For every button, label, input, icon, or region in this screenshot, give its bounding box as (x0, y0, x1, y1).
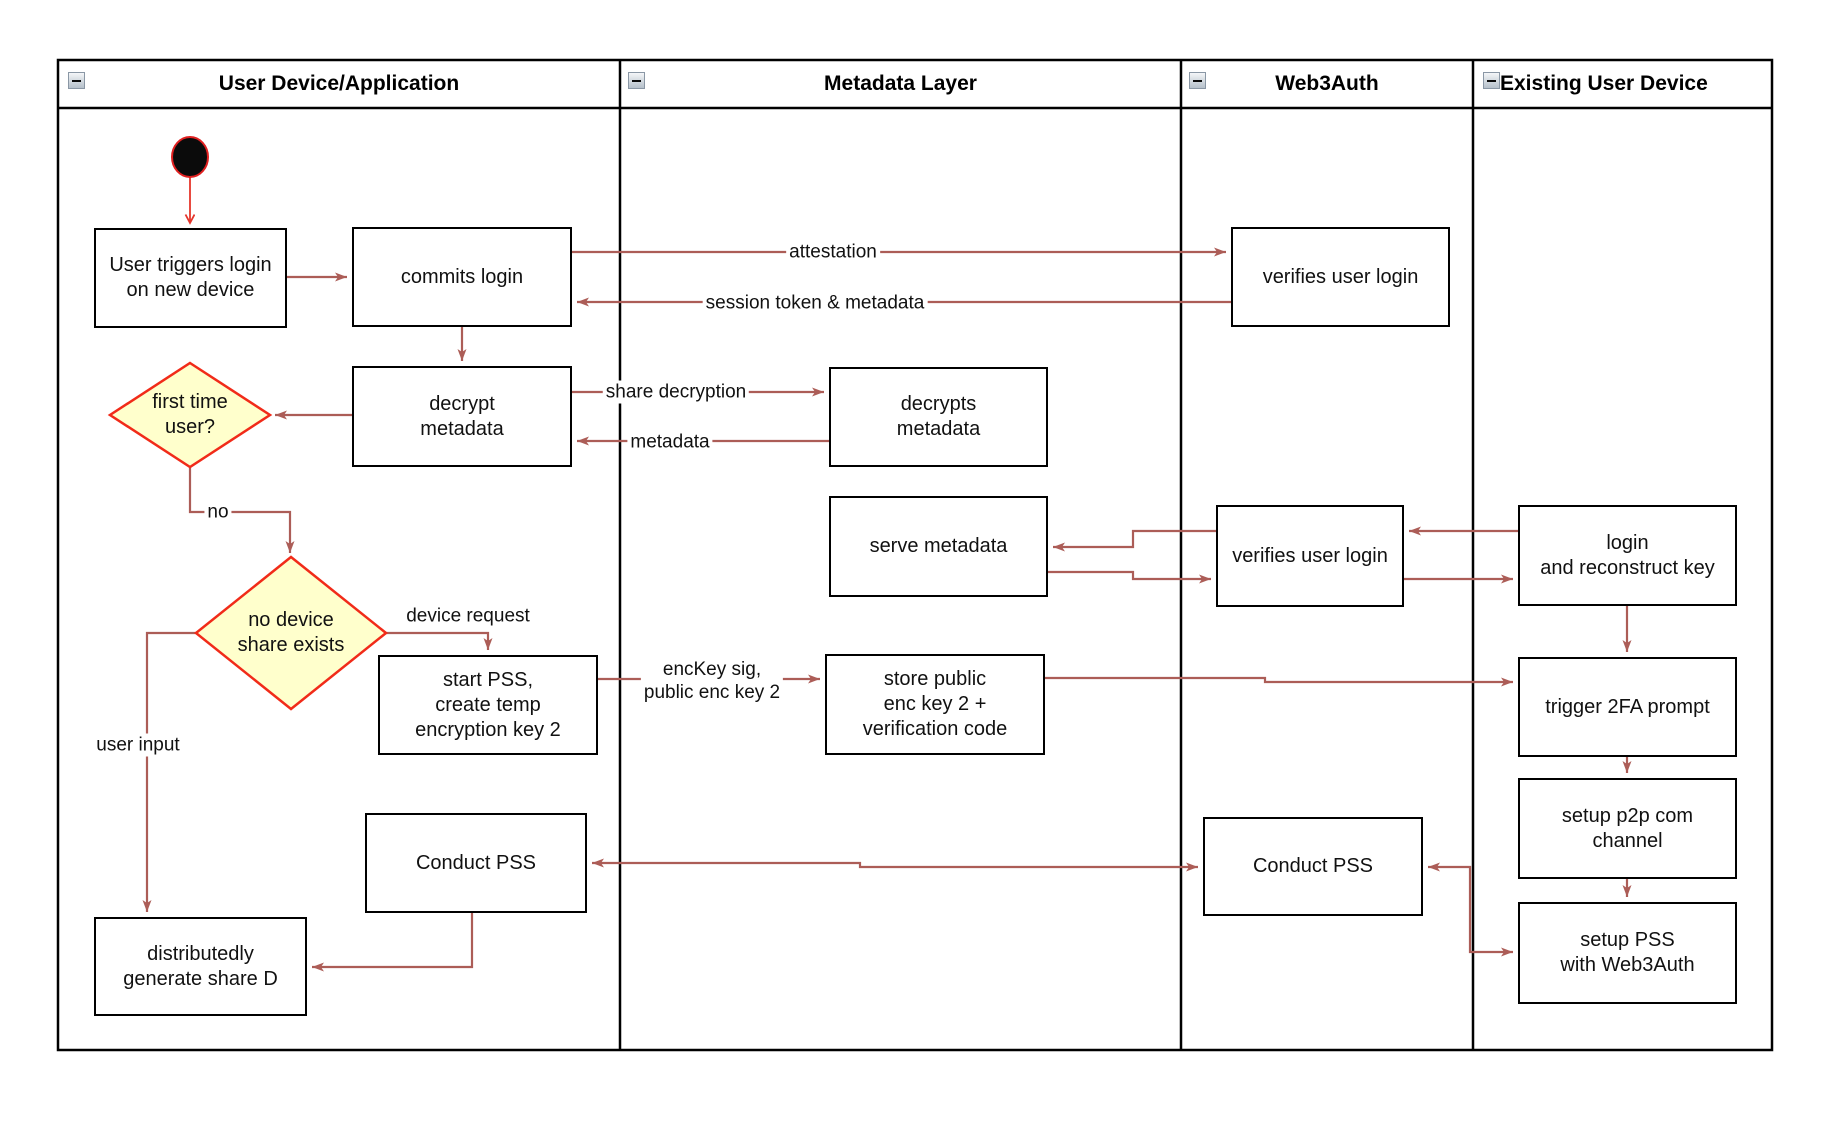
shape-layer (107, 136, 389, 711)
edge-user-input (142, 631, 196, 912)
edge-label-share-decryption: share decryption (602, 380, 750, 404)
edge-verifies2-to-serve (1053, 529, 1216, 552)
node-setup-p2p-channel: setup p2p com channel (1518, 778, 1737, 879)
start-node (171, 136, 209, 178)
node-trigger-2fa-prompt: trigger 2FA prompt (1518, 657, 1737, 757)
lane-title-3: Web3Auth (1275, 72, 1379, 95)
edge-serve-to-verifies2 (1048, 570, 1211, 584)
node-decrypt-metadata: decrypt metadata (352, 366, 572, 467)
node-login-reconstruct-key: login and reconstruct key (1518, 505, 1737, 606)
node-conduct-pss-web3auth: Conduct PSS (1203, 817, 1423, 916)
node-verifies-user-login-2: verifies user login (1216, 505, 1404, 607)
node-serve-metadata: serve metadata (829, 496, 1048, 597)
node-store-public-enc-key: store public enc key 2 + verification co… (825, 654, 1045, 755)
node-decrypts-metadata: decrypts metadata (829, 367, 1048, 467)
edge-label-device-request: device request (403, 604, 533, 628)
edge-setuppss-conduct-link (1428, 862, 1513, 957)
minus-icon (72, 79, 81, 82)
decision-label-no-device-share-exists: no device share exists (237, 609, 345, 656)
node-commits-login: commits login (352, 227, 572, 327)
lane-title-4: Existing User Device (1500, 72, 1708, 95)
edge-device-request (386, 631, 493, 650)
decision-no-device-share-exists (193, 555, 389, 711)
edge-label-attestation: attestation (786, 240, 880, 264)
node-setup-pss-web3auth: setup PSS with Web3Auth (1518, 902, 1737, 1004)
lane-title-1: User Device/Application (218, 72, 460, 95)
edge-label-metadata-return: metadata (627, 430, 713, 454)
edge-label-user-input: user input (93, 733, 183, 757)
node-verifies-user-login-1: verifies user login (1231, 227, 1450, 327)
collapse-lane-button[interactable] (68, 72, 85, 89)
collapse-lane-button[interactable] (1189, 72, 1206, 89)
lane-title-2: Metadata Layer (824, 72, 977, 95)
edge-label-session-token-metadata: session token & metadata (702, 291, 928, 315)
edge-conduct-pss-link (592, 858, 1198, 872)
diagram-border (56, 58, 1774, 1052)
edge-label-no-branch: no (204, 500, 232, 524)
decision-first-time-user (107, 361, 273, 469)
node-conduct-pss-user: Conduct PSS (365, 813, 587, 913)
node-distributedly-generate: distributedly generate share D (94, 917, 307, 1016)
minus-icon (1193, 79, 1202, 82)
minus-icon (1487, 79, 1496, 82)
edge-no-branch (188, 467, 295, 553)
minus-icon (632, 79, 641, 82)
edge-layer (142, 177, 1632, 972)
decision-label-first-time-user: first time user? (152, 391, 228, 438)
collapse-lane-button[interactable] (1483, 72, 1500, 89)
edge-label-enckey-sig: encKey sig, public enc key 2 (640, 658, 784, 704)
edge-store-to-2fa (1045, 676, 1513, 687)
collapse-lane-button[interactable] (628, 72, 645, 89)
node-user-triggers-login: User triggers login on new device (94, 228, 287, 328)
edge-conduct-to-distrib (312, 913, 474, 972)
node-start-pss: start PSS, create temp encryption key 2 (378, 655, 598, 755)
